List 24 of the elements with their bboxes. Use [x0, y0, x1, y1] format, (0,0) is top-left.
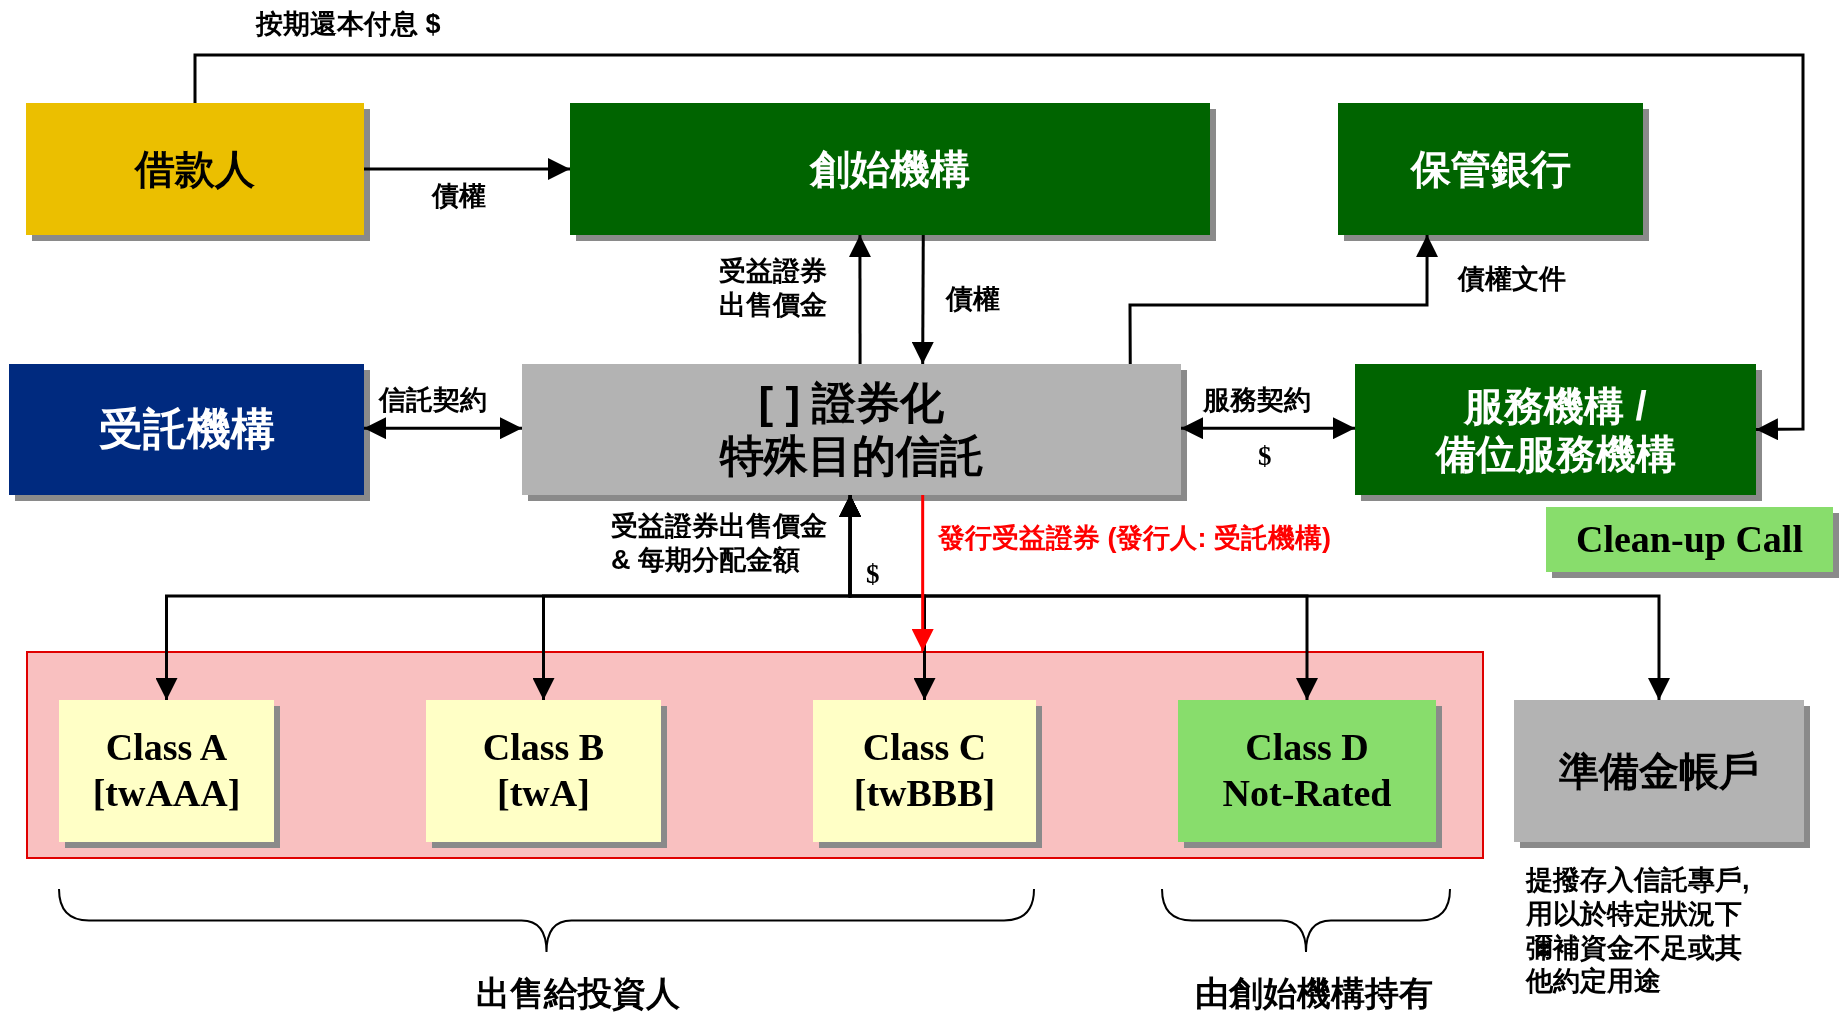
note-text: 提撥存入信託專戶,用以於特定狀況下彌補資金不足或其他約定用途 [1526, 864, 1750, 999]
arrow [911, 235, 934, 364]
arrow [364, 158, 570, 180]
arrow [1181, 417, 1355, 440]
edge-label: 按期還本付息 $ [256, 8, 441, 41]
edge-label: 受益證券出售價金 [719, 255, 827, 322]
dollar-label: $ [866, 558, 880, 591]
edge-label: 債權 [432, 180, 486, 213]
arrow [193, 53, 1805, 441]
edge-label: 發行受益證券 (發行人: 受託機構) [938, 522, 1331, 555]
edge-label: 服務契約 [1203, 384, 1311, 417]
arrow [911, 495, 934, 651]
group-box [26, 651, 1484, 859]
edge-label: 信託契約 [379, 384, 487, 417]
group-caption: 出售給投資人 [475, 973, 681, 1014]
edge-label: 債權文件 [1458, 263, 1566, 296]
arrow [839, 495, 1670, 700]
edge-label: 受益證券出售價金 & 每期分配金額 [611, 510, 827, 577]
dollar-label: $ [1258, 440, 1272, 473]
arrow [848, 235, 871, 364]
arrow [1128, 235, 1439, 364]
group-caption: 由創始機構持有 [1194, 973, 1434, 1014]
arrow [364, 417, 522, 440]
edge-label: 債權 [946, 283, 1000, 316]
